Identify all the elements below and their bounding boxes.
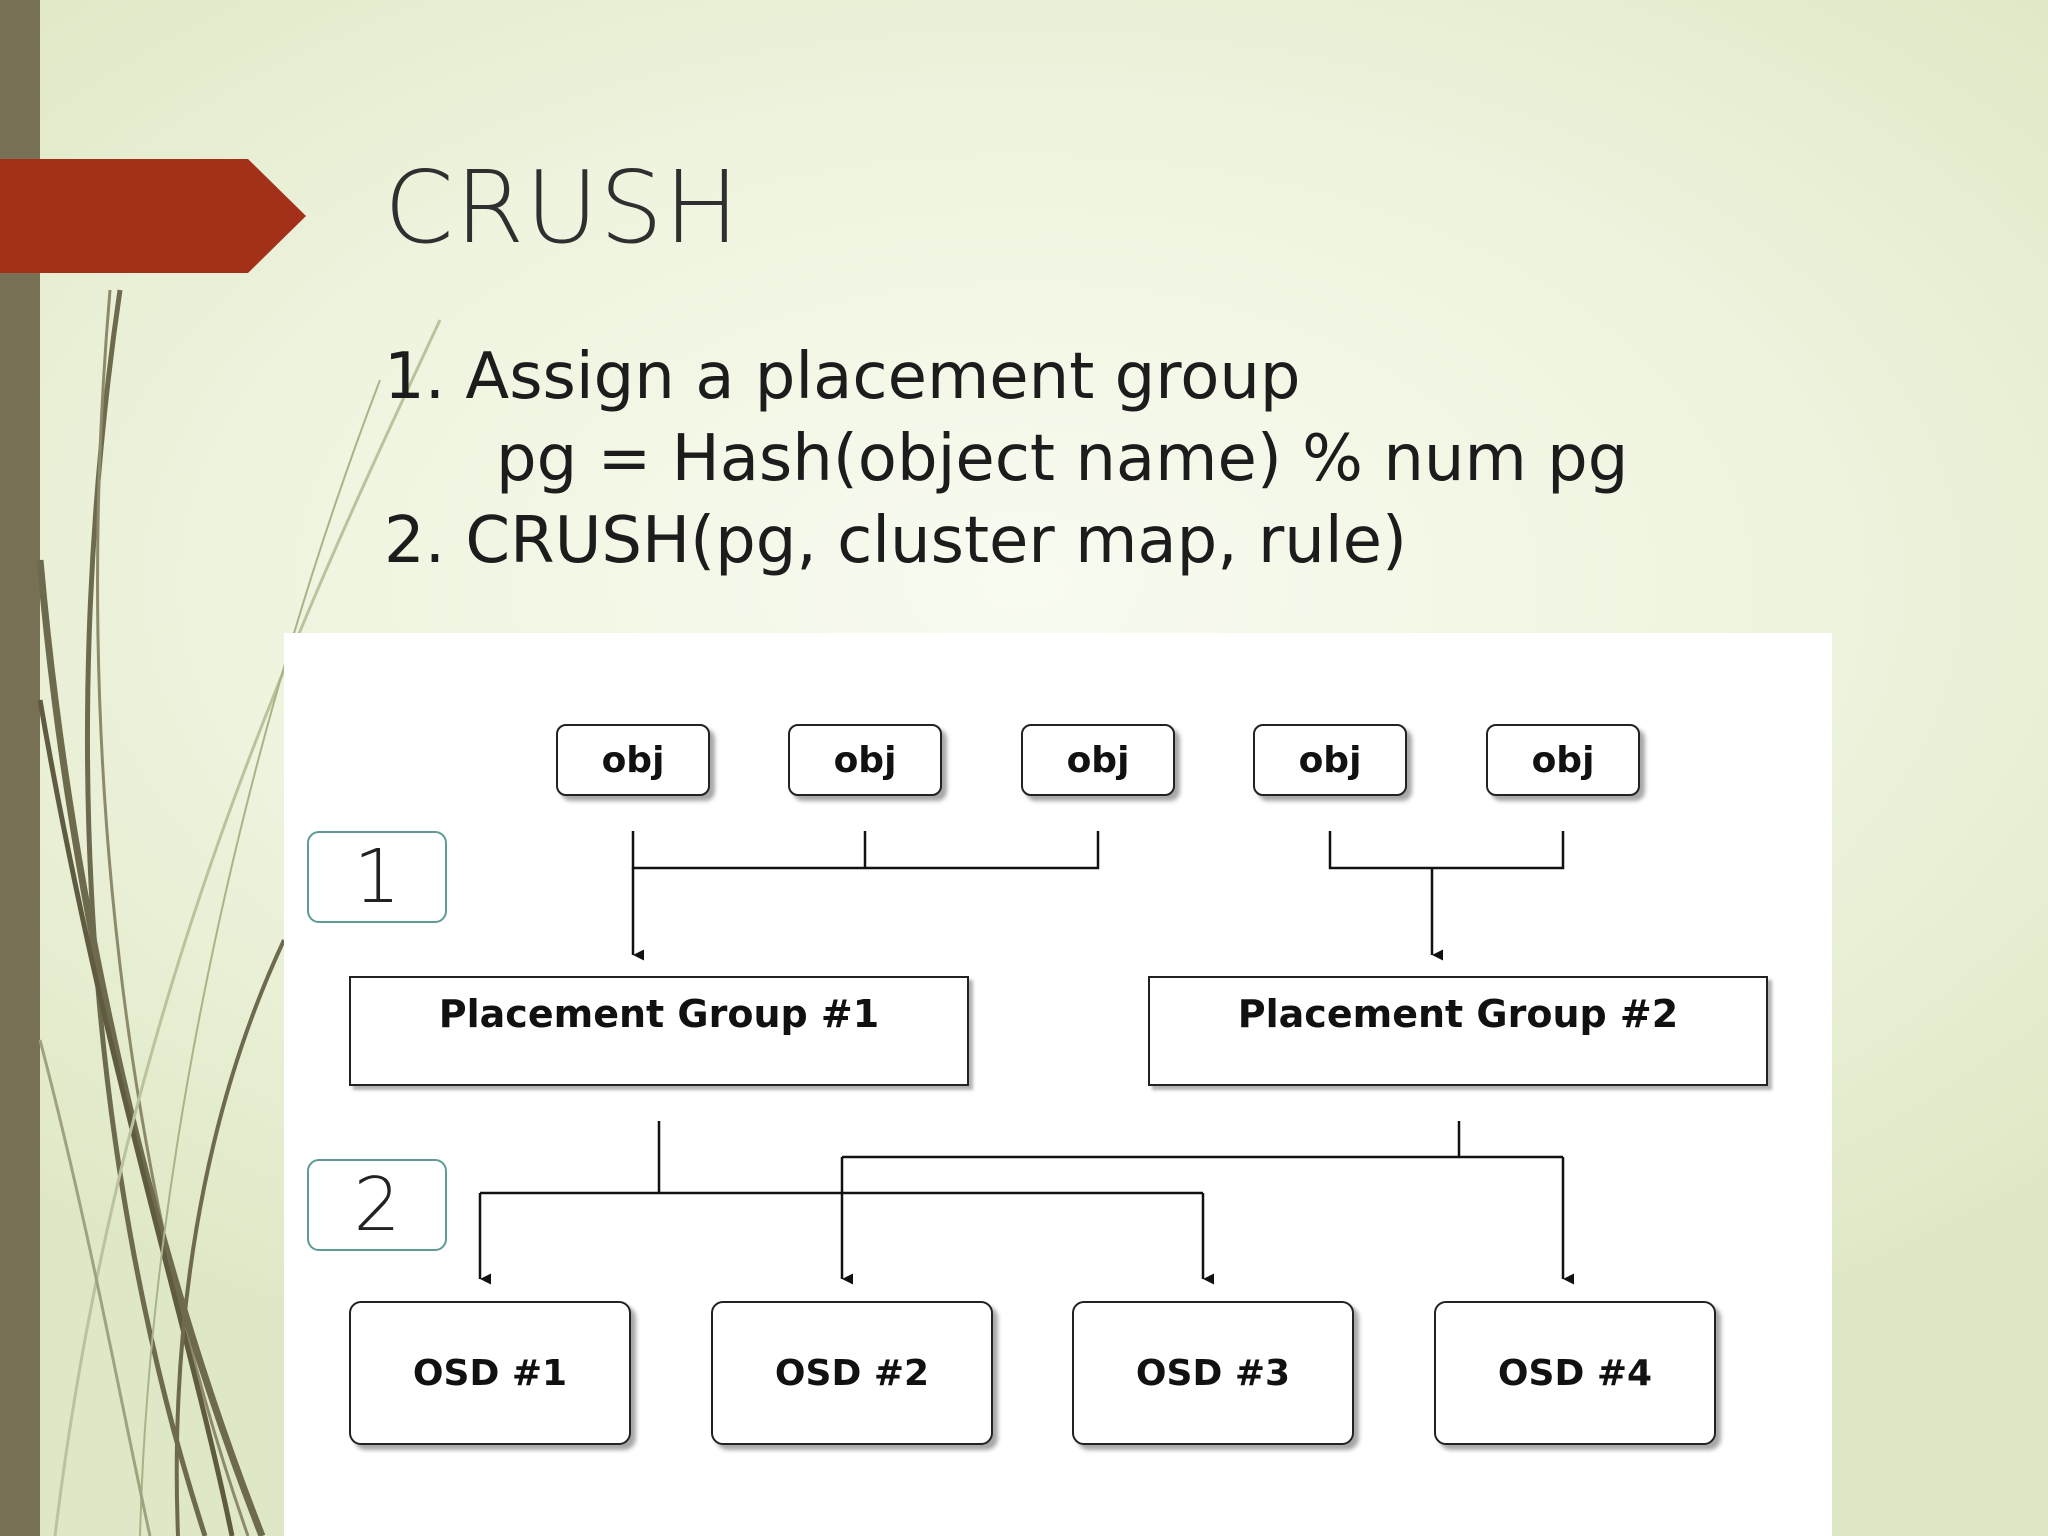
osd-box-2: OSD #2 [711,1301,993,1445]
object-box-3: obj [1021,724,1175,796]
step-1-text: 1. Assign a placement group [384,340,1301,414]
crush-diagram: 1 2 obj obj obj obj obj Placement Group … [284,633,1832,1536]
obj-to-pg2-connector [1328,831,1565,870]
osd-box-3: OSD #3 [1072,1301,1354,1445]
object-box-2: obj [788,724,942,796]
placement-group-1: Placement Group #1 [349,976,969,1086]
diagram-connectors [478,831,1574,1285]
slide-title: CRUSH [384,149,741,266]
step-1-label: 1 [307,831,447,923]
osd-box-1: OSD #1 [349,1301,631,1445]
step-2-label: 2 [307,1159,447,1251]
object-box-5: obj [1486,724,1640,796]
title-accent-arrow [0,159,306,273]
osd-box-4: OSD #4 [1434,1301,1716,1445]
object-box-1: obj [556,724,710,796]
hash-formula-text: pg = Hash(object name) % num pg [496,422,1629,496]
step-2-text: 2. CRUSH(pg, cluster map, rule) [384,504,1407,578]
placement-group-2: Placement Group #2 [1148,976,1768,1086]
object-box-4: obj [1253,724,1407,796]
